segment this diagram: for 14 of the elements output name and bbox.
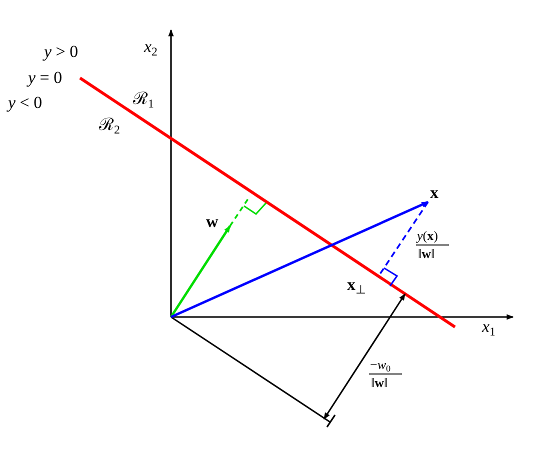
equation-label: y = 0: [28, 69, 62, 86]
fraction-numerator: y(x): [417, 229, 438, 242]
vector-label: x$_{⊥}$: [347, 276, 366, 296]
axis-label: x$_{2}$: [144, 38, 158, 58]
inequality-label: y > 0: [44, 43, 78, 60]
axis-label: x$_{1}$: [482, 318, 496, 338]
fraction-numerator: −w$_{0}$: [370, 358, 391, 374]
region-label: ℛ$_{1}$: [133, 90, 154, 110]
vector-label: x: [430, 184, 438, 201]
region-label: ℛ$_{2}$: [99, 116, 120, 136]
fraction-denominator: ‖w‖: [418, 247, 435, 260]
inequality-label: y < 0: [8, 94, 42, 111]
fraction-denominator: ‖w‖: [371, 376, 388, 389]
vector-label: w: [206, 213, 218, 230]
